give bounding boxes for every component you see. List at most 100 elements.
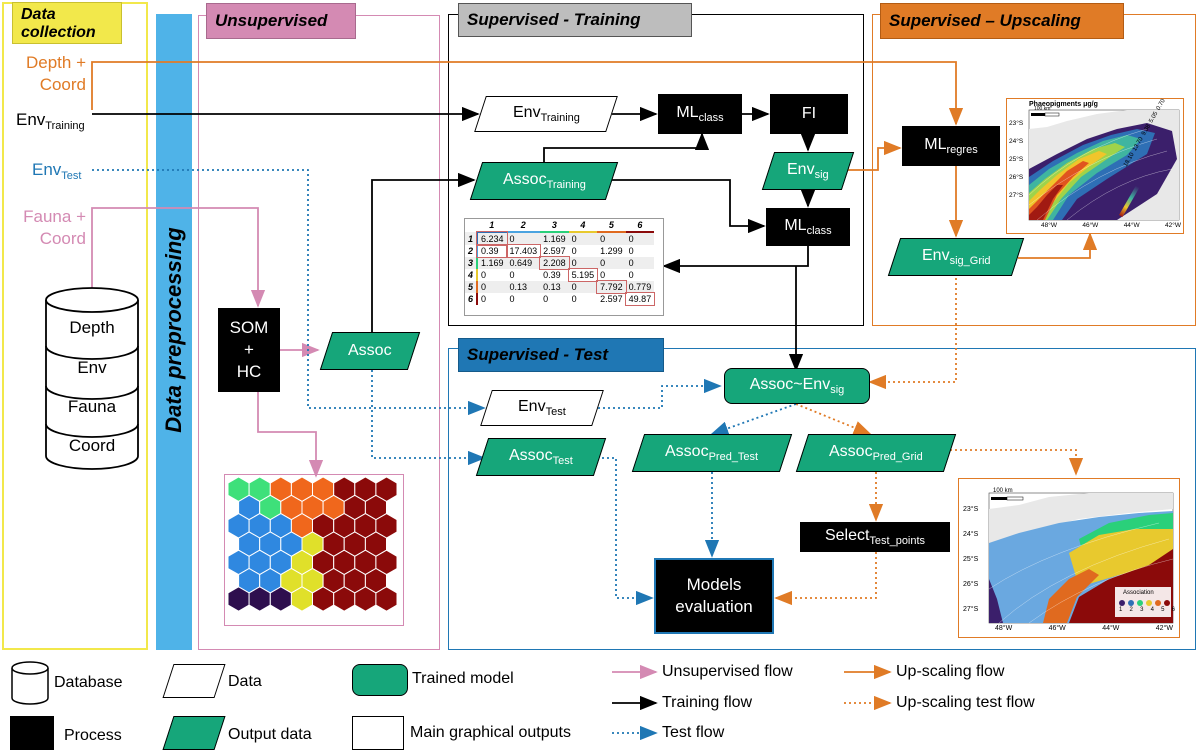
assoc-map-lat-ticks: 23°S 24°S 25°S 26°S 27°S xyxy=(963,497,978,622)
tick-label: 42°W xyxy=(1165,222,1181,229)
matrix-cell: 1.169 xyxy=(543,234,566,244)
assoc-training-output: AssocTraining xyxy=(469,162,619,200)
legend-data-icon xyxy=(162,664,226,698)
legend-unsupervised-flow: Unsupervised flow xyxy=(662,663,793,680)
sup-test-title: Supervised - Test xyxy=(458,338,664,372)
fi-process: FI xyxy=(770,94,848,134)
tick-label: 26°S xyxy=(1009,174,1024,181)
matrix-cell: 0 xyxy=(509,234,515,244)
db-item-env: Env xyxy=(77,358,107,377)
tick-label: 48°W xyxy=(1041,222,1057,229)
legend-graphical-icon xyxy=(352,716,404,750)
matrix-cell: 0 xyxy=(481,270,487,280)
tick-label: 24°S xyxy=(963,531,979,538)
matrix-cell: 0 xyxy=(628,246,634,256)
env-test-data: EnvTest xyxy=(480,390,604,426)
matrix-cell: 0 xyxy=(628,234,634,244)
legend-upscaling-flow: Up-scaling flow xyxy=(896,663,1005,680)
ml-regres-process: MLregres xyxy=(902,126,1000,166)
tick-label: 27°S xyxy=(963,606,979,613)
phaeopigments-map-plot xyxy=(1028,109,1180,221)
matrix-header-cell: 2 xyxy=(506,219,541,233)
env-training-data: EnvTraining xyxy=(474,96,618,132)
matrix-cell: 0 xyxy=(600,234,606,244)
assoc-test-output: AssocTest xyxy=(475,438,607,476)
assoc-map-legend-title: Association xyxy=(1123,590,1154,596)
tick-label: 26°S xyxy=(963,581,979,588)
tick-label: 6 xyxy=(1171,607,1175,613)
tick-label: 46°W xyxy=(1082,222,1099,229)
tick-label: 5 xyxy=(1161,607,1165,613)
som-hc-process: SOM+HC xyxy=(218,308,280,392)
matrix-cell: 2.597 xyxy=(543,246,566,256)
fauna-coord-label: Fauna +Coord xyxy=(23,207,86,248)
assoc-pred-grid-output: AssocPred_Grid xyxy=(795,434,957,472)
matrix-cell: 0 xyxy=(543,294,549,304)
matrix-cell: 0.39 xyxy=(543,270,561,280)
matrix-cell: 0 xyxy=(481,294,487,304)
env-test-label: EnvTest xyxy=(32,160,82,182)
matrix-cell: 2 xyxy=(465,245,479,257)
association-map-plot xyxy=(988,492,1174,624)
sup-upscaling-title: Supervised – Upscaling xyxy=(880,3,1124,39)
matrix-header-cell: 4 xyxy=(568,219,598,233)
matrix-cell: 0 xyxy=(571,234,577,244)
tick-label: 24°S xyxy=(1009,138,1024,145)
matrix-header-cell: 3 xyxy=(540,219,569,233)
assoc-output: Assoc xyxy=(319,332,421,370)
legend-output-icon xyxy=(162,716,226,750)
tick-label: 4 xyxy=(1150,607,1154,613)
legend-trained-label: Trained model xyxy=(412,670,514,687)
matrix-cell: 0 xyxy=(600,258,606,268)
legend-training-flow: Training flow xyxy=(662,694,753,711)
som-map-frame xyxy=(224,474,404,626)
matrix-cell: 0.649 xyxy=(509,258,533,268)
matrix-cell: 0 xyxy=(571,258,577,268)
tick-label: 1 xyxy=(1119,607,1123,613)
assoc-pred-test-output: AssocPred_Test xyxy=(631,434,793,472)
tick-label: 44°W xyxy=(1102,625,1120,632)
tick-label: 2 xyxy=(1129,607,1133,613)
legend-trained-icon xyxy=(352,664,408,696)
matrix-cell: 0 xyxy=(571,294,577,304)
env-sig-output: Envsig xyxy=(761,152,855,190)
legend-data-label: Data xyxy=(228,673,262,690)
tick-label: 23°S xyxy=(1009,120,1024,127)
matrix-cell: 4 xyxy=(465,269,479,281)
data-collection-title: Data collection xyxy=(12,2,122,44)
matrix-cell: 0 xyxy=(509,270,515,280)
tick-label: 48°W xyxy=(995,625,1013,632)
matrix-cell: 0 xyxy=(628,258,634,268)
select-test-points-process: SelectTest_points xyxy=(800,522,950,552)
tick-label: 23°S xyxy=(963,506,979,513)
env-sig-grid-output: Envsig_Grid xyxy=(887,238,1025,276)
matrix-cell: 0.779 xyxy=(628,282,652,292)
matrix-cell: 0.13 xyxy=(509,282,528,292)
sup-training-title: Supervised - Training xyxy=(458,3,692,37)
legend-upscaling-test-flow: Up-scaling test flow xyxy=(896,694,1035,711)
matrix-cell: 5 xyxy=(465,281,479,293)
db-item-depth: Depth xyxy=(69,318,115,337)
tick-label: 25°S xyxy=(963,556,979,563)
sup-test-panel xyxy=(448,348,1196,650)
matrix-cell: 2.208 xyxy=(539,256,570,270)
matrix-cell: 0.13 xyxy=(543,282,561,292)
matrix-cell: 0 xyxy=(571,282,577,292)
tick-label: 25°S xyxy=(1009,156,1024,163)
assoc-env-sig-model: Assoc~Envsig xyxy=(724,368,870,404)
map-title: Phaeopigments μg/g xyxy=(1029,101,1098,108)
ml-class-process-2: MLclass xyxy=(766,208,850,246)
